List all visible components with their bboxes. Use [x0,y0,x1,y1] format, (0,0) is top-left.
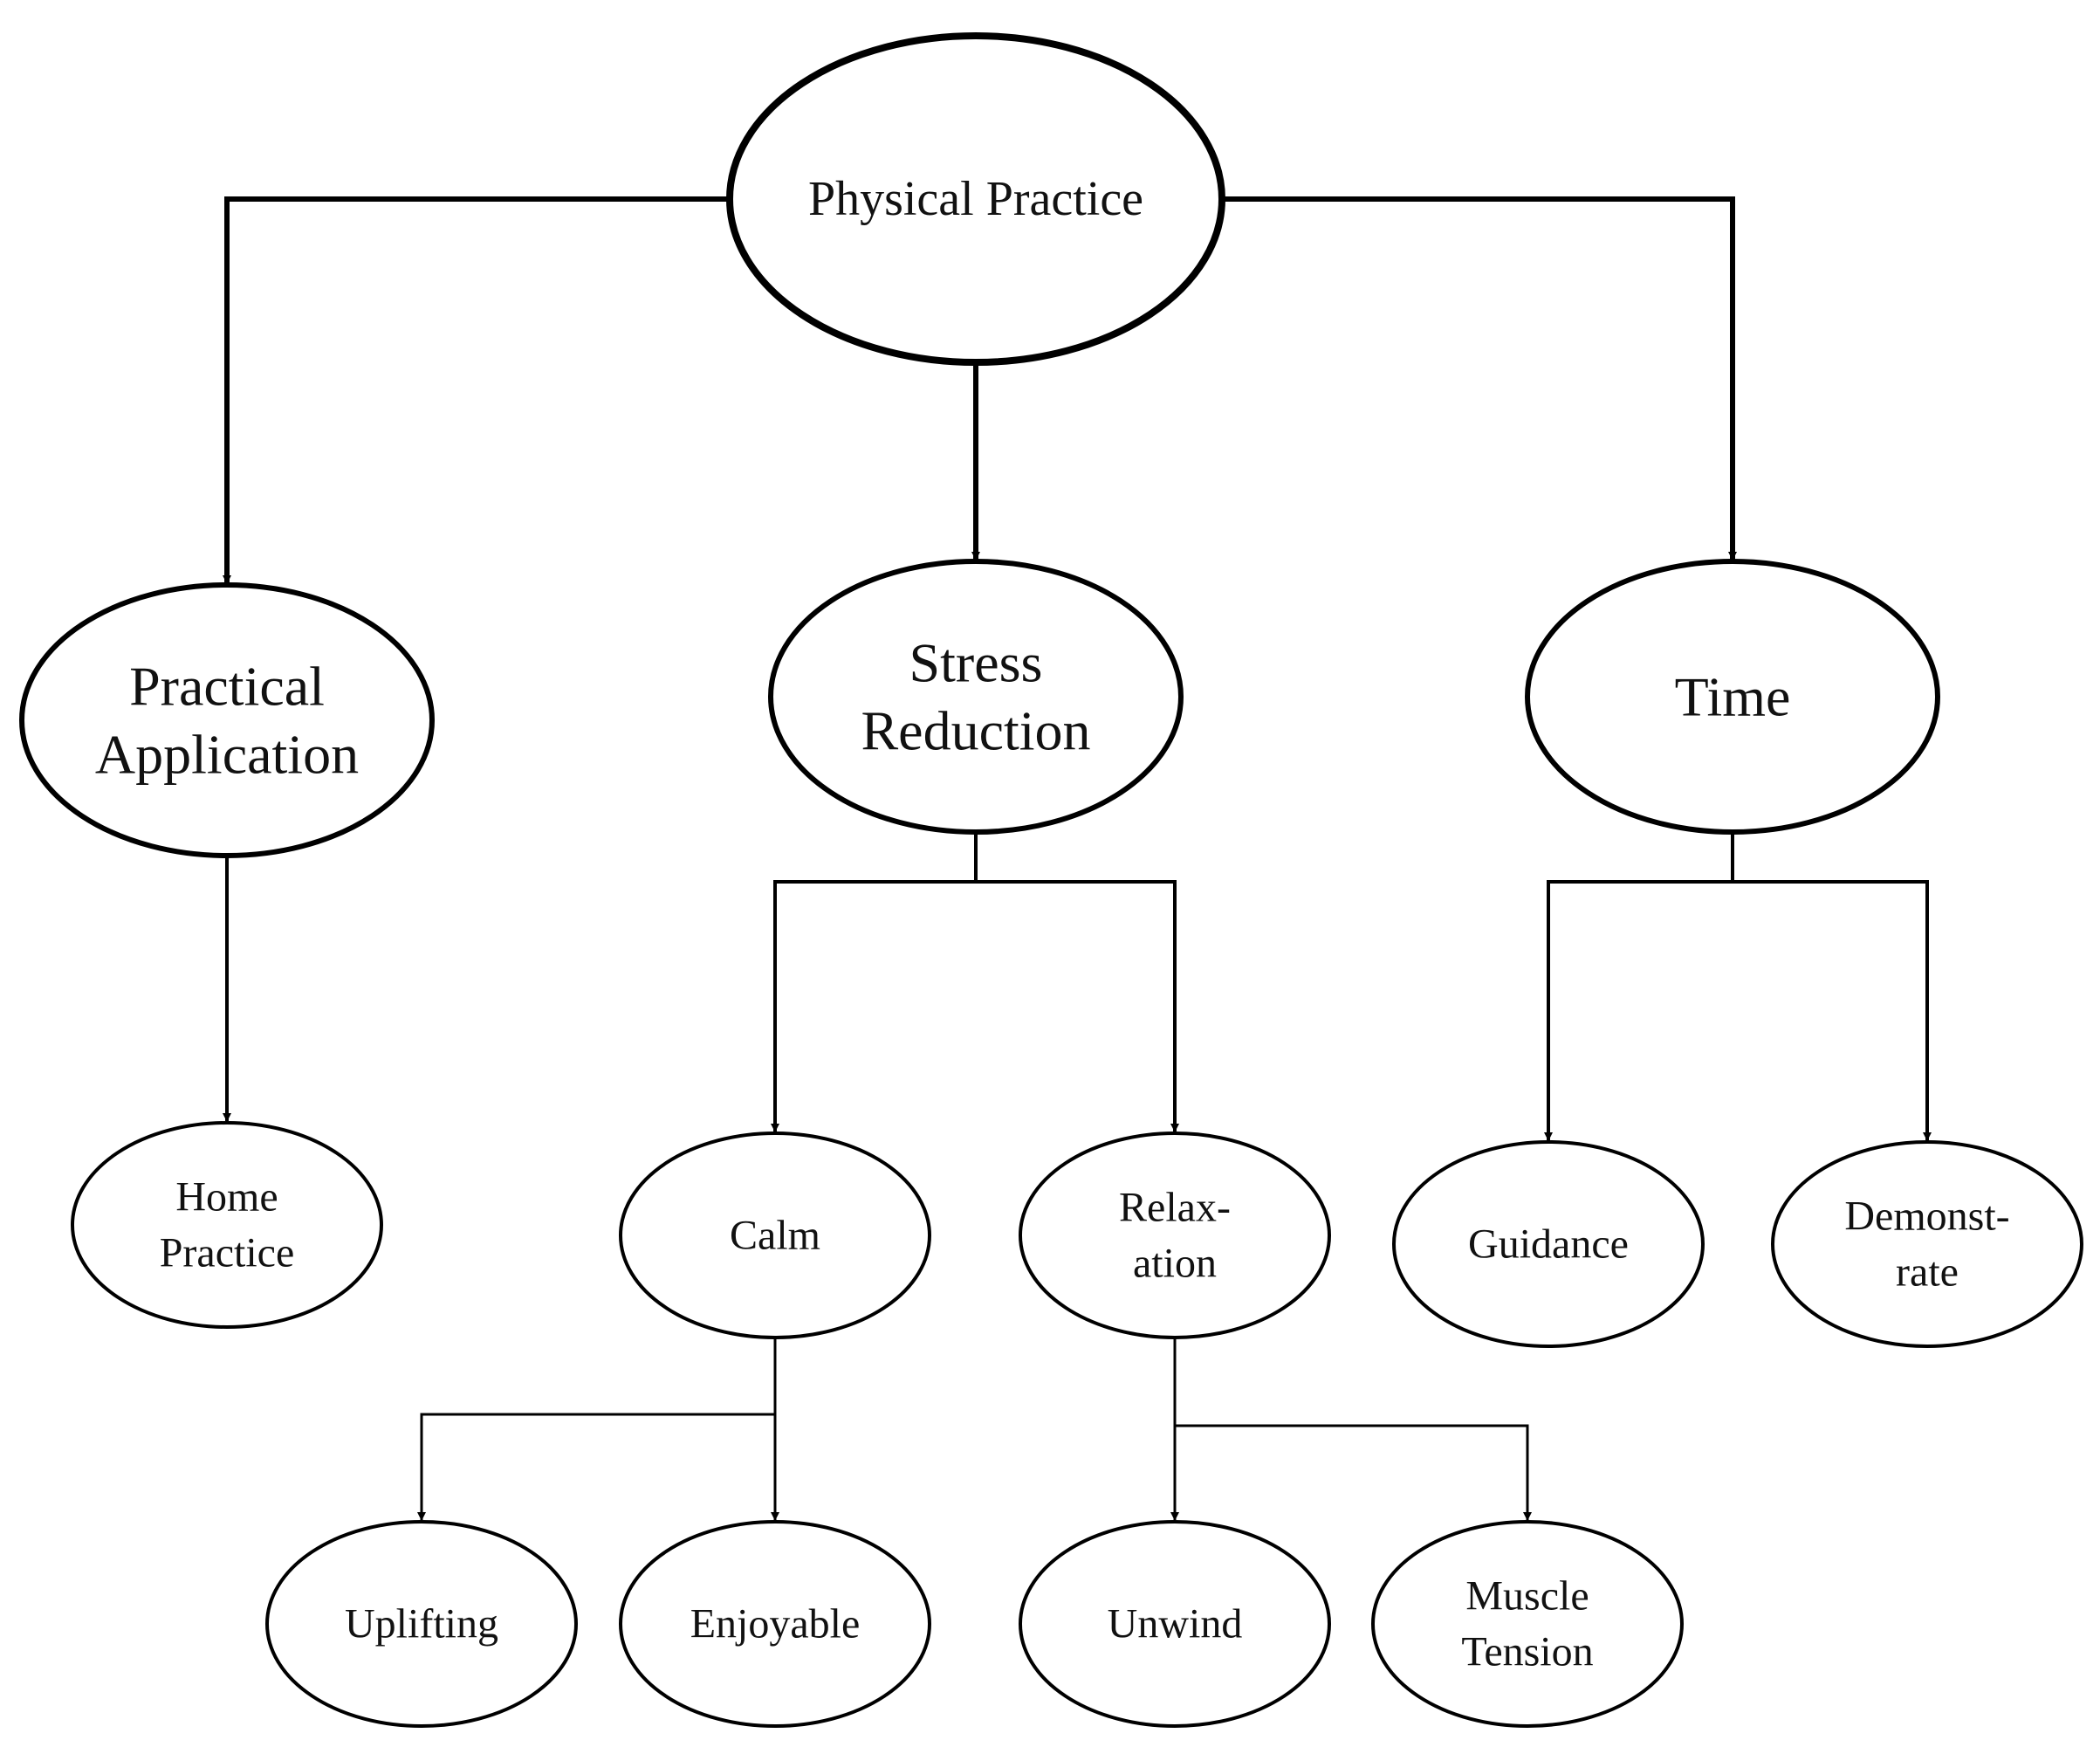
node-label: ation [1133,1241,1217,1287]
node-label: Physical Practice [808,172,1143,226]
node-physical-practice: Physical Practice [726,32,1225,366]
node-ellipse [71,1121,383,1329]
node-ellipse [619,1520,931,1728]
node-label: Guidance [1468,1221,1629,1268]
node-relaxation: Relax-ation [1019,1131,1331,1339]
edge-time-to-demonstrate [1731,832,1932,1141]
node-ellipse [19,582,435,858]
node-ellipse [265,1520,578,1728]
node-label: Stress [909,632,1043,694]
edge-physical-practice-to-practical-application [223,196,730,584]
node-guidance: Guidance [1392,1140,1705,1348]
edge-relaxation-to-muscle-tension [1173,1338,1532,1521]
node-ellipse [1525,559,1940,835]
node-label: Practice [160,1230,295,1276]
node-label: Uplifting [345,1601,498,1647]
node-ellipse [726,32,1225,366]
node-ellipse [1371,1520,1684,1728]
node-enjoyable: Enjoyable [619,1520,931,1728]
node-label: Enjoyable [690,1601,861,1647]
node-label: Home [175,1174,278,1221]
node-ellipse [1771,1140,2083,1348]
node-ellipse [768,559,1184,835]
node-time: Time [1525,559,1940,835]
edge-physical-practice-to-time [1222,196,1737,561]
edges-layer [223,196,1932,1521]
edge-time-to-guidance [1544,832,1734,1141]
node-label: Unwind [1108,1601,1243,1647]
node-ellipse [1019,1520,1331,1728]
node-ellipse [1392,1140,1705,1348]
edge-stress-reduction-to-calm [771,832,978,1132]
node-label: Reduction [861,700,1090,762]
node-label: Time [1675,666,1791,728]
node-label: Application [95,724,359,786]
node-uplifting: Uplifting [265,1520,578,1728]
node-label: Relax- [1119,1185,1231,1231]
node-ellipse [1019,1131,1331,1339]
node-label: Demonst- [1844,1193,2009,1240]
node-label: Tension [1461,1629,1593,1675]
node-unwind: Unwind [1019,1520,1331,1728]
node-label: Practical [129,656,325,718]
node-ellipse [619,1131,931,1339]
edge-stress-reduction-to-relaxation [974,832,1179,1132]
node-calm: Calm [619,1131,931,1339]
node-label: Calm [730,1213,820,1259]
edge-calm-to-uplifting [417,1338,777,1521]
node-label: Muscle [1465,1573,1589,1620]
node-label: rate [1896,1249,1959,1296]
node-demonstrate: Demonst-rate [1771,1140,2083,1348]
